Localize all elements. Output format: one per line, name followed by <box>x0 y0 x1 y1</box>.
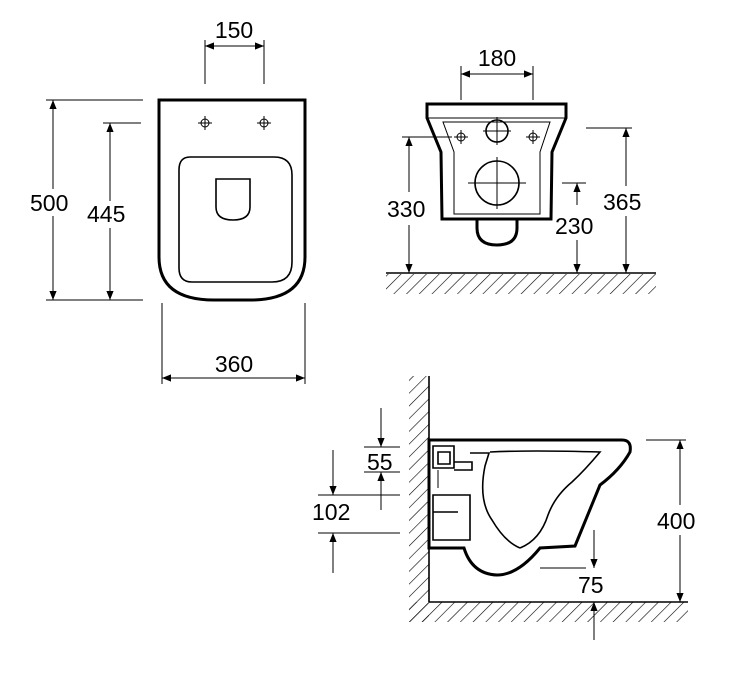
dim-label-55: 55 <box>367 449 393 475</box>
dim-label-400: 400 <box>657 508 695 534</box>
rear-outlet-spigot <box>475 219 519 247</box>
side-view-outline <box>427 438 632 577</box>
side-wall-hatch <box>409 376 429 622</box>
dim-label-365: 365 <box>603 189 641 215</box>
rear-inlet <box>483 117 511 145</box>
top-view-bowl <box>215 178 251 221</box>
rear-view: 180 330 365 230 <box>386 45 656 294</box>
dim-label-360: 360 <box>215 351 253 377</box>
dimension-75: 75 <box>578 530 604 640</box>
dimension-445: 445 <box>87 122 141 300</box>
dim-label-102: 102 <box>312 499 350 525</box>
dimension-180: 180 <box>460 45 534 100</box>
top-view-outline <box>157 98 307 302</box>
dimension-102: 102 <box>312 450 400 573</box>
rear-fixing-left <box>454 130 468 144</box>
side-view-inlet <box>432 445 473 471</box>
rear-outlet <box>468 157 526 209</box>
dimension-360: 360 <box>161 303 306 384</box>
dim-label-500: 500 <box>30 190 68 216</box>
dimension-400: 400 <box>646 439 695 602</box>
dimension-330: 330 <box>387 136 452 273</box>
dim-label-330: 330 <box>387 196 425 222</box>
side-view: 55 102 400 75 <box>312 376 695 640</box>
dimension-365: 365 <box>586 127 641 273</box>
dimension-230: 230 <box>555 182 593 273</box>
dim-label-180: 180 <box>478 45 516 71</box>
top-view-seat <box>178 156 293 283</box>
rear-fixing-right <box>526 130 540 144</box>
side-floor-hatch <box>409 602 688 622</box>
dimension-150: 150 <box>204 17 265 84</box>
dim-label-230: 230 <box>555 213 593 239</box>
rear-view-outline <box>425 102 568 221</box>
dimension-55: 55 <box>364 408 400 510</box>
fixing-point-left <box>198 116 212 130</box>
rear-floor-hatch <box>386 274 656 294</box>
rear-inner-outline <box>442 121 551 215</box>
side-view-bowl <box>470 450 602 549</box>
top-view: 150 500 445 360 <box>30 17 307 384</box>
dim-label-445: 445 <box>87 201 125 227</box>
dim-label-75: 75 <box>578 572 604 598</box>
side-view-outlet <box>432 494 471 541</box>
dim-label-150: 150 <box>215 17 253 43</box>
dimension-500: 500 <box>30 99 143 301</box>
fixing-point-right <box>257 116 271 130</box>
